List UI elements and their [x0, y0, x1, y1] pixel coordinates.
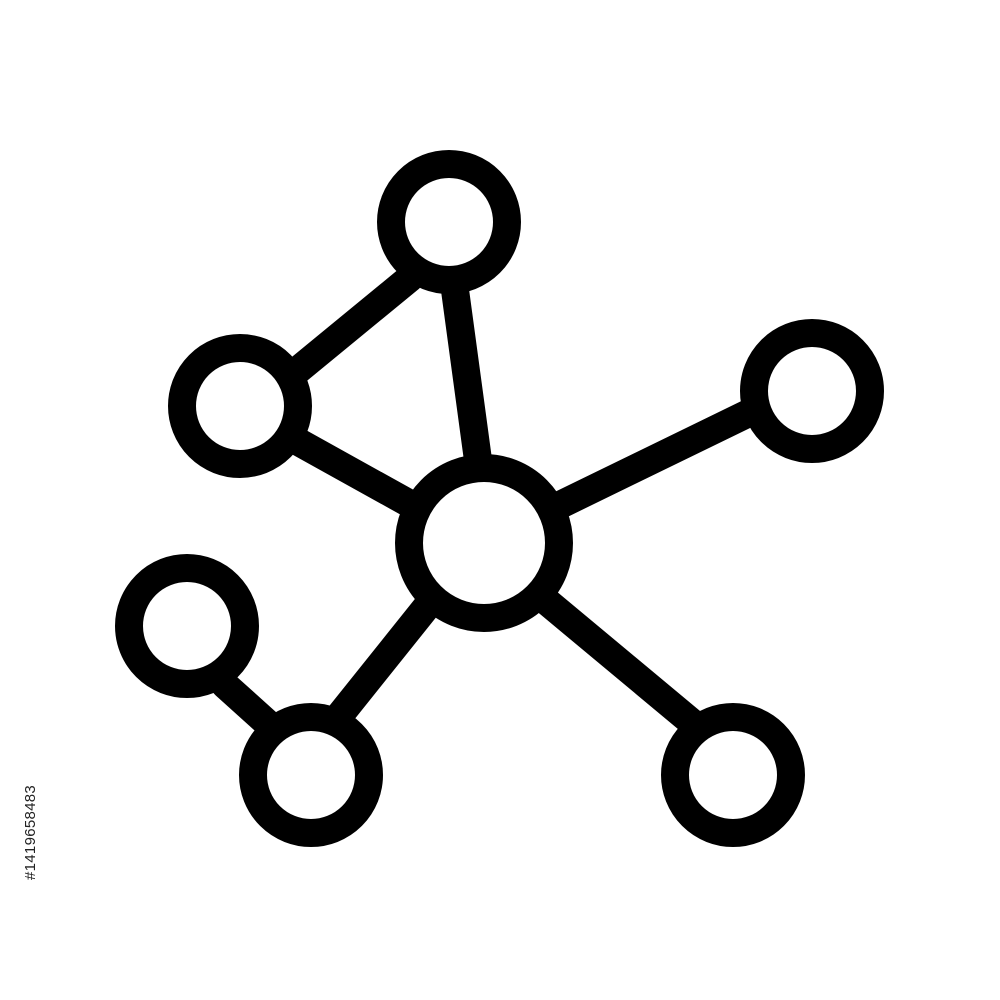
edge-center-right — [546, 396, 769, 519]
stock-id-label: #1419658483 — [22, 784, 39, 880]
graph-edges — [211, 264, 769, 744]
node-far-left — [115, 554, 259, 698]
node-top — [377, 150, 521, 294]
edge-top-left — [278, 264, 424, 389]
graph-nodes — [115, 150, 884, 847]
node-right — [740, 319, 884, 463]
edge-center-bottomright — [531, 586, 709, 739]
edge-center-bottomleft — [326, 591, 442, 729]
node-left — [168, 334, 312, 478]
node-center — [395, 454, 573, 632]
node-bottom-left — [239, 703, 383, 847]
edge-top-center — [441, 276, 492, 474]
edge-left-center — [281, 426, 426, 519]
node-bottom-right — [661, 703, 805, 847]
